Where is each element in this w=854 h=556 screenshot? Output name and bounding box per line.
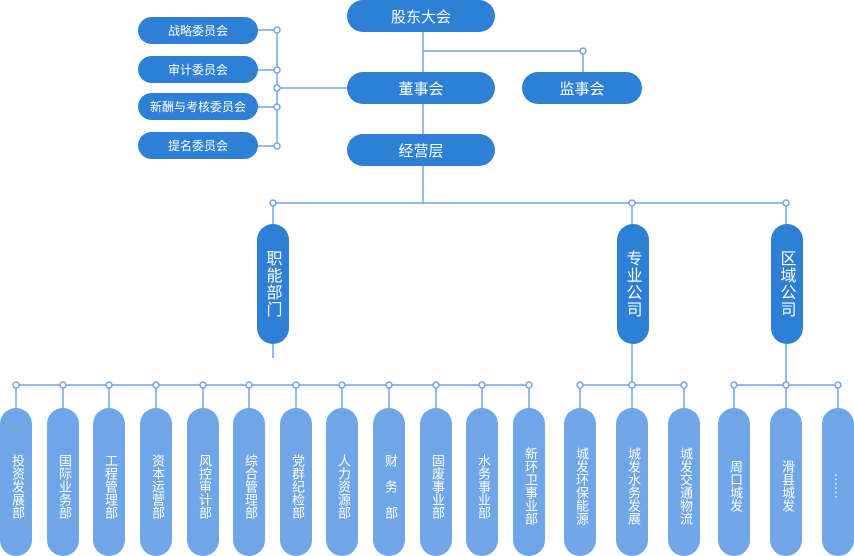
dept-capital-operations[interactable]: 资本运营部 — [140, 408, 172, 556]
dept-risk-audit[interactable]: 风控审计部 — [187, 408, 219, 556]
connector-dot-1 — [273, 26, 281, 34]
company-environmental-energy[interactable]: 城发环保能源 — [564, 408, 596, 556]
connector-dot-11 — [105, 381, 113, 389]
regional-companies-node[interactable]: 区域公司 — [771, 224, 803, 344]
connector-dot-6 — [269, 199, 277, 207]
connector-dot-2 — [273, 66, 281, 74]
connector-dot-23 — [680, 381, 688, 389]
supervisory-board-node[interactable]: 监事会 — [522, 72, 642, 104]
connector-dot-22 — [628, 381, 636, 389]
dept-party-discipline[interactable]: 党群纪检部 — [280, 408, 312, 556]
connector-dot-13 — [199, 381, 207, 389]
connector-dot-0 — [579, 47, 587, 55]
connector-dot-9 — [12, 381, 20, 389]
company-zhoukou[interactable]: 周口城发 — [718, 408, 750, 556]
connector-dot-17 — [385, 381, 393, 389]
company-water-development[interactable]: 城发水务发展 — [616, 408, 648, 556]
dept-new-sanitation[interactable]: 新环卫事业部 — [513, 408, 545, 556]
dept-human-resources[interactable]: 人力资源部 — [326, 408, 358, 556]
connector-dot-3 — [273, 84, 281, 92]
professional-companies-node[interactable]: 专业公司 — [617, 224, 649, 344]
committee-strategy-node[interactable]: 战略委员会 — [138, 17, 258, 44]
company-more-ellipsis[interactable]: …… — [822, 408, 854, 556]
connector-dot-25 — [782, 381, 790, 389]
connector-dot-8 — [782, 199, 790, 207]
dept-engineering-management[interactable]: 工程管理部 — [93, 408, 125, 556]
connector-dot-19 — [478, 381, 486, 389]
dept-investment-development[interactable]: 投资发展部 — [0, 408, 32, 556]
connector-dot-20 — [525, 381, 533, 389]
functional-departments-node[interactable]: 职能部门 — [257, 224, 289, 344]
board-of-directors-node[interactable]: 董事会 — [347, 72, 495, 104]
shareholders-meeting-node[interactable]: 股东大会 — [347, 0, 495, 32]
connector-dot-21 — [576, 381, 584, 389]
committee-audit-node[interactable]: 审计委员会 — [138, 56, 258, 83]
committee-nomination-node[interactable]: 提名委员会 — [138, 132, 258, 159]
company-huaxian[interactable]: 滑县城发 — [770, 408, 802, 556]
dept-finance[interactable]: 财 务 部 — [373, 408, 405, 556]
company-transport-logistics[interactable]: 城发交通物流 — [668, 408, 700, 556]
connector-dot-7 — [628, 199, 636, 207]
dept-water-affairs[interactable]: 水务事业部 — [466, 408, 498, 556]
connector-dot-10 — [59, 381, 67, 389]
dept-general-management[interactable]: 综合管理部 — [233, 408, 265, 556]
connector-dot-26 — [834, 381, 842, 389]
connector-dot-5 — [273, 142, 281, 150]
dept-international-business[interactable]: 国际业务部 — [47, 408, 79, 556]
connector-dot-12 — [152, 381, 160, 389]
committee-compensation-node[interactable]: 新酬与考核委员会 — [138, 93, 258, 120]
management-node[interactable]: 经营层 — [347, 134, 495, 166]
dept-solid-waste[interactable]: 固废事业部 — [420, 408, 452, 556]
connector-dot-24 — [730, 381, 738, 389]
connector-dot-18 — [432, 381, 440, 389]
connector-dot-4 — [273, 103, 281, 111]
connector-dot-15 — [292, 381, 300, 389]
connector-dot-16 — [338, 381, 346, 389]
connector-dot-14 — [245, 381, 253, 389]
